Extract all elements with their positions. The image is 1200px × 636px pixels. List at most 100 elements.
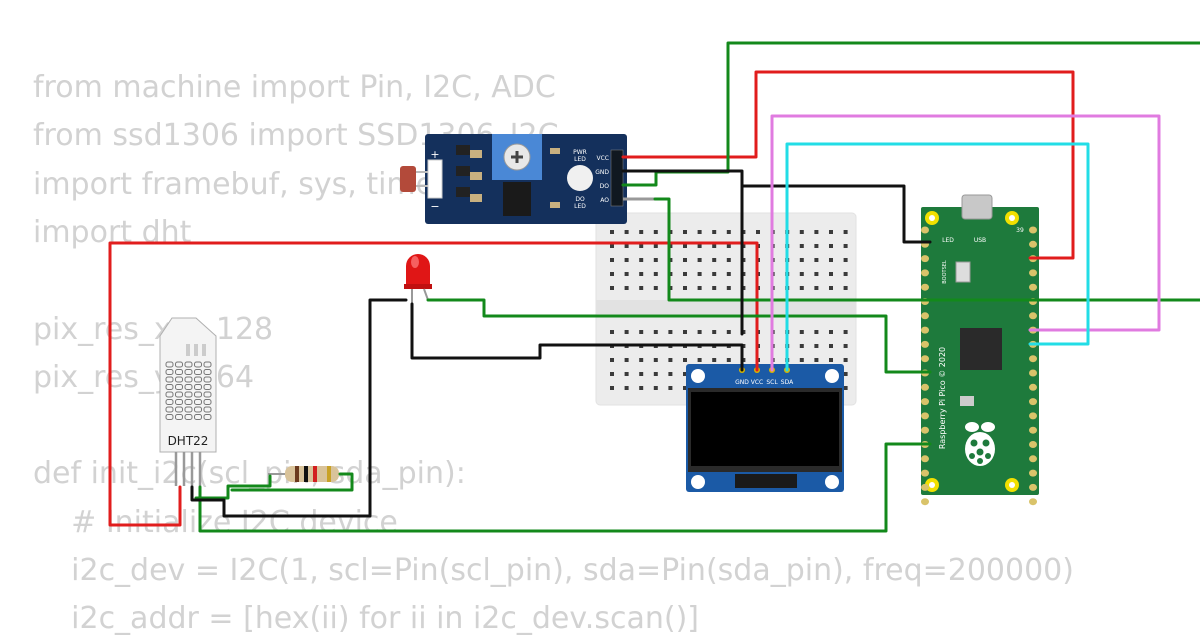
breadboard-hole (683, 230, 687, 234)
dht22-vent (194, 414, 202, 420)
breadboard-hole (653, 386, 658, 390)
breadboard-hole (683, 272, 687, 276)
pwr-led-label-line2: LED (574, 156, 586, 163)
breadboard-hole (683, 386, 687, 390)
breadboard-hole (610, 358, 614, 362)
dht22-vent (203, 361, 212, 368)
breadboard-hole (814, 272, 819, 276)
breadboard-hole (624, 286, 629, 290)
breadboard-hole (799, 330, 804, 334)
wire-green-led (426, 298, 932, 374)
breadboard-hole (639, 230, 644, 234)
breadboard-hole (814, 258, 819, 262)
dht22-vent (194, 399, 202, 405)
wire-black-ldr-gnd (621, 169, 744, 336)
pico-pin (921, 255, 929, 263)
wire-green-resistor-right (230, 472, 354, 492)
dht22-vent (184, 369, 193, 375)
red-led[interactable] (404, 254, 432, 304)
rp2040-chip (960, 328, 1002, 370)
breadboard-hole (799, 344, 804, 348)
pico-led-label: LED (942, 237, 954, 244)
breadboard-hole (668, 358, 673, 362)
breadboard-hole (814, 358, 819, 362)
wire-green-resistor (194, 474, 272, 500)
breadboard-hole (653, 258, 658, 262)
code-line: pix_res_x = 128 (33, 311, 274, 347)
code-line: # Initialize I2C device (33, 504, 398, 540)
dht22-vent (165, 399, 174, 405)
pico-pin (921, 226, 929, 234)
pico-pin (1029, 469, 1037, 477)
breadboard-hole (799, 358, 804, 362)
ldr-pin-gnd-label: GND (595, 169, 609, 176)
breadboard-hole (653, 358, 658, 362)
dht22-vent (203, 399, 212, 405)
breadboard-hole (639, 272, 644, 276)
dht22-vent (175, 399, 183, 405)
pico-brand-label: Raspberry Pi Pico © 2020 (938, 347, 947, 449)
breadboard-hole (843, 330, 848, 334)
pico-pin (921, 340, 929, 348)
dht22-vent (184, 399, 193, 405)
dht22-vent (165, 361, 174, 368)
breadboard-hole (610, 272, 614, 276)
status-led (567, 165, 593, 191)
breadboard-hole (726, 286, 731, 290)
pico-pin (1029, 269, 1037, 277)
photoresistor (400, 166, 416, 192)
bootsel-button[interactable] (955, 261, 971, 283)
breadboard-hole (814, 330, 819, 334)
ldr-pin-ao-label: AO (600, 197, 609, 204)
ldr-plus-label: + (430, 148, 439, 161)
code-line: from machine import Pin, I2C, ADC (33, 70, 556, 105)
raspberry-pi-pico[interactable]: LED USB 39 BOOTSEL Raspberry Pi Pico © 2… (921, 194, 1039, 506)
pico-pin (1029, 441, 1037, 448)
breadboard-hole (683, 372, 687, 376)
breadboard-hole (697, 286, 702, 290)
breadboard-hole (697, 272, 702, 276)
comparator-chip (503, 182, 531, 216)
dht22-vent (203, 414, 212, 420)
dht22-vent (184, 391, 193, 398)
dht22-vent (184, 406, 193, 413)
breadboard-hole (639, 286, 644, 290)
breadboard-hole (624, 272, 629, 276)
breadboard-hole (610, 386, 614, 390)
dht22-sensor[interactable]: DHT22 (159, 317, 217, 486)
dht22-vent (165, 369, 174, 375)
dht22-vent (175, 414, 183, 420)
pico-pin39-label: 39 (1016, 227, 1024, 234)
ldr-minus-label: − (430, 200, 439, 213)
ldr-sensor-module[interactable]: + − PWR LED DO LED VCC GND DO AO (400, 134, 655, 224)
resistor[interactable] (268, 466, 350, 482)
ldr-pin-vcc-label: VCC (597, 155, 609, 162)
pico-pin (921, 483, 929, 491)
wire-cyan-oled-sda (785, 142, 1090, 372)
breadboard-hole (843, 272, 848, 276)
pico-pin (921, 469, 929, 477)
do-led-label-line2: LED (574, 203, 586, 210)
breadboard-hole (829, 258, 833, 262)
oled-pin-vcc-label: VCC (751, 379, 763, 386)
pico-pin (921, 383, 929, 391)
dht22-vent (194, 406, 202, 413)
oled-display[interactable]: GND VCC SCL SDA (686, 364, 844, 492)
breadboard-hole (610, 330, 614, 334)
pico-pin (1029, 383, 1037, 391)
oled-pin-sda-label: SDA (781, 379, 794, 386)
breadboard-hole (697, 258, 702, 262)
breadboard-hole (843, 386, 848, 390)
dht22-label: DHT22 (168, 434, 209, 448)
breadboard-hole (697, 230, 702, 234)
breadboard-hole (624, 244, 629, 248)
pico-pin (1029, 483, 1037, 491)
dht22-vent (184, 384, 193, 390)
breadboard-hole (610, 286, 614, 290)
dht22-vent (175, 376, 183, 383)
breadboard-hole (843, 344, 848, 348)
wire-green-ldr-do (621, 41, 1200, 187)
wire-green-dht-data (198, 442, 932, 533)
breadboard-hole (829, 244, 833, 248)
